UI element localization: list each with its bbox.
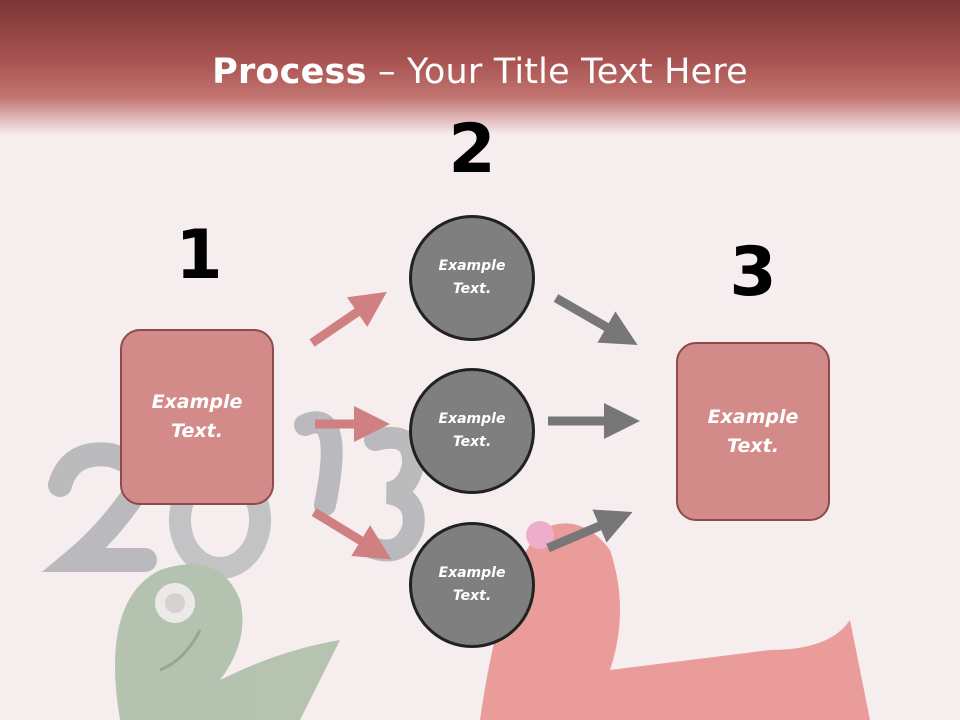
arrow-2-top-to-3 [553,294,638,345]
arrow-1-to-2-bottom [311,508,392,560]
step-2-circle-top: Example Text. [409,215,535,341]
step-3-box: Example Text. [676,342,830,521]
step-2-bottom-text: Example Text. [438,565,506,604]
step-2-circle-bottom: Example Text. [409,522,535,648]
arrow-1-to-2-top [309,291,387,347]
step-3-text: Example Text. [707,405,799,457]
step-2-circle-middle: Example Text. [409,368,535,494]
title-banner [0,0,960,135]
step-number-1: 1 [175,216,223,295]
arrow-2-bottom-to-3 [546,509,633,553]
step-1-text: Example Text. [151,391,243,442]
step-number-3: 3 [729,233,777,312]
step-number-2: 2 [448,110,496,189]
step-2-middle-text: Example Text. [438,411,506,450]
step-2-top-text: Example Text. [438,258,506,297]
step-1-box: Example Text. [120,329,274,505]
slide-title: Process – Your Title Text Here [0,52,960,92]
title-bold: Process [212,52,367,92]
title-rest: – Your Title Text Here [366,52,748,92]
